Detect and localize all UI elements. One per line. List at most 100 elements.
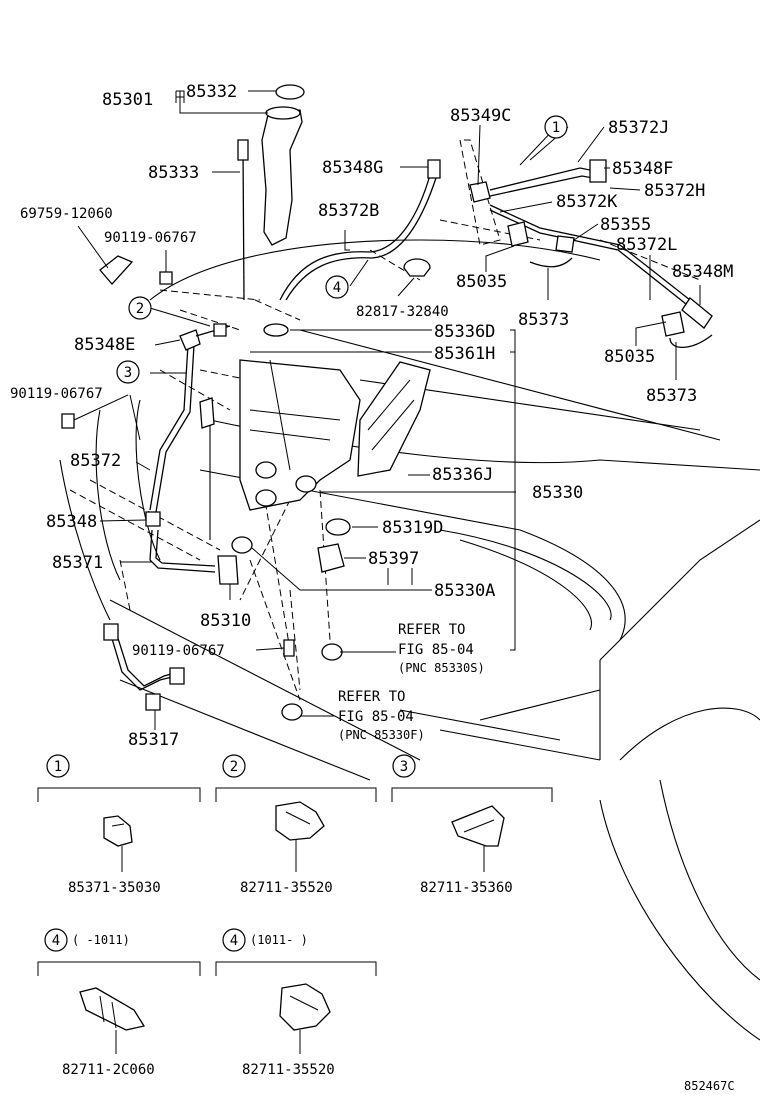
clamp-82711-2C060 [79, 987, 146, 1031]
callout-85372J: 85372J [608, 118, 669, 138]
washer-components [61, 84, 713, 721]
callout-85372L: 85372L [616, 235, 677, 255]
detail-panel-3: 3 82711-35360 [391, 754, 553, 896]
detail-part-82711-2C060: 82711-2C060 [62, 1062, 155, 1078]
clip-85371-35030 [103, 815, 133, 847]
circle-mark-4-main: 4 [325, 275, 349, 299]
callout-85336J: 85336J [432, 465, 493, 485]
grommet-85336D [263, 323, 289, 337]
svg-text:4: 4 [333, 280, 341, 296]
range-before-1011: ( -1011) [72, 933, 130, 947]
callout-85372K: 85372K [556, 192, 618, 212]
filler-neck [261, 109, 303, 246]
joint-85348 [145, 511, 161, 527]
circle-mark-3-main: 3 [116, 360, 140, 384]
range-after-1011: (1011- ) [250, 933, 308, 947]
detail-panel-2: 2 82711-35520 [215, 754, 377, 896]
washer-pump [217, 555, 239, 585]
detail-part-82711-35520-a: 82711-35520 [240, 880, 333, 896]
joint-85348M [681, 297, 713, 329]
detail-part-85371-35030: 85371-35030 [68, 880, 161, 896]
svg-text:4: 4 [52, 933, 60, 949]
callout-85317: 85317 [128, 730, 179, 750]
washer-motor [317, 543, 345, 573]
svg-text:(PNC 85330S): (PNC 85330S) [398, 661, 485, 675]
callout-69759-12060: 69759-12060 [20, 206, 113, 222]
callout-85348: 85348 [46, 512, 97, 532]
joint-85355 [555, 235, 575, 253]
callout-85035-b: 85035 [604, 347, 655, 367]
callout-85372H: 85372H [644, 181, 705, 201]
callout-85372B: 85372B [318, 201, 379, 221]
label-tag [99, 255, 134, 285]
svg-text:2: 2 [230, 759, 238, 775]
svg-text:REFER TO: REFER TO [338, 689, 405, 705]
callout-85336D: 85336D [434, 322, 495, 342]
callout-85035-a: 85035 [456, 272, 507, 292]
circle-mark-1-main: 1 [544, 115, 568, 139]
joint-85348F [589, 159, 607, 183]
callout-85348M: 85348M [672, 262, 733, 282]
clamp-82711-35520-b [279, 983, 331, 1031]
wire-harness [109, 631, 177, 691]
callout-85371: 85371 [52, 553, 103, 573]
callout-85319D: 85319D [382, 518, 443, 538]
figure-code: 852467C [684, 1079, 735, 1093]
svg-text:FIG 85-04: FIG 85-04 [338, 709, 414, 725]
callout-85310: 85310 [200, 611, 251, 631]
nozzle-85035-a [507, 221, 529, 247]
svg-text:3: 3 [400, 759, 408, 775]
detail-part-82711-35520-b: 82711-35520 [242, 1062, 335, 1078]
callout-85349C: 85349C [450, 106, 511, 126]
callout-85373-a: 85373 [518, 310, 569, 330]
callout-90119-06767-bottom: 90119-06767 [132, 643, 225, 659]
callout-85348E: 85348E [74, 335, 135, 355]
circle-mark-2-main: 2 [128, 296, 152, 320]
detail-panel-4-late: 4 (1011- ) 82711-35520 [215, 928, 377, 1078]
callout-85332: 85332 [186, 82, 237, 102]
level-gauge [242, 149, 245, 301]
clamp-82711-35520-a [275, 801, 325, 841]
refer-note-85330S: REFER TO FIG 85-04 (PNC 85330S) [398, 622, 485, 675]
callout-85330A: 85330A [434, 581, 495, 601]
bolt-bottom [283, 639, 295, 657]
callout-85397: 85397 [368, 549, 419, 569]
svg-text:2: 2 [136, 301, 144, 317]
detail-panel-1: 1 85371-35030 [37, 754, 201, 896]
callout-85330: 85330 [532, 483, 583, 503]
callout-90119-06767-top: 90119-06767 [104, 230, 197, 246]
callout-82817-32840: 82817-32840 [356, 304, 449, 320]
svg-text:FIG 85-04: FIG 85-04 [398, 642, 474, 658]
callout-85355: 85355 [600, 215, 651, 235]
callout-85348F: 85348F [612, 159, 673, 179]
clamp-82817 [403, 258, 431, 277]
leader-lines [73, 90, 701, 730]
callout-85361H: 85361H [434, 344, 495, 364]
svg-text:(PNC 85330F): (PNC 85330F) [338, 728, 425, 742]
svg-text:1: 1 [552, 120, 560, 136]
callout-85348G: 85348G [322, 158, 383, 178]
svg-text:1: 1 [54, 759, 62, 775]
callout-85372: 85372 [70, 451, 121, 471]
grommet-85319D [325, 518, 351, 536]
detail-part-82711-35360: 82711-35360 [420, 880, 513, 896]
callout-85373-b: 85373 [646, 386, 697, 406]
bolt-left [61, 413, 75, 429]
joint-85348E [179, 329, 201, 351]
svg-text:4: 4 [230, 933, 238, 949]
callout-90119-06767-left: 90119-06767 [10, 386, 103, 402]
callout-labels: 85301 85332 85333 69759-12060 90119-0676… [10, 82, 733, 750]
callout-85301: 85301 [102, 90, 153, 110]
dashed-guides [69, 139, 701, 701]
bracket-85336J [357, 361, 431, 477]
callout-85333: 85333 [148, 163, 199, 183]
svg-text:REFER TO: REFER TO [398, 622, 465, 638]
refer-note-85330F: REFER TO FIG 85-04 (PNC 85330F) [338, 689, 425, 742]
svg-text:3: 3 [124, 365, 132, 381]
bolt-top [159, 271, 173, 285]
detail-panel-4-early: 4 ( -1011) 82711-2C060 [37, 928, 201, 1078]
nozzle-85035-b [661, 311, 685, 337]
vehicle-body-outline [59, 239, 760, 1041]
filler-cap [275, 84, 305, 100]
